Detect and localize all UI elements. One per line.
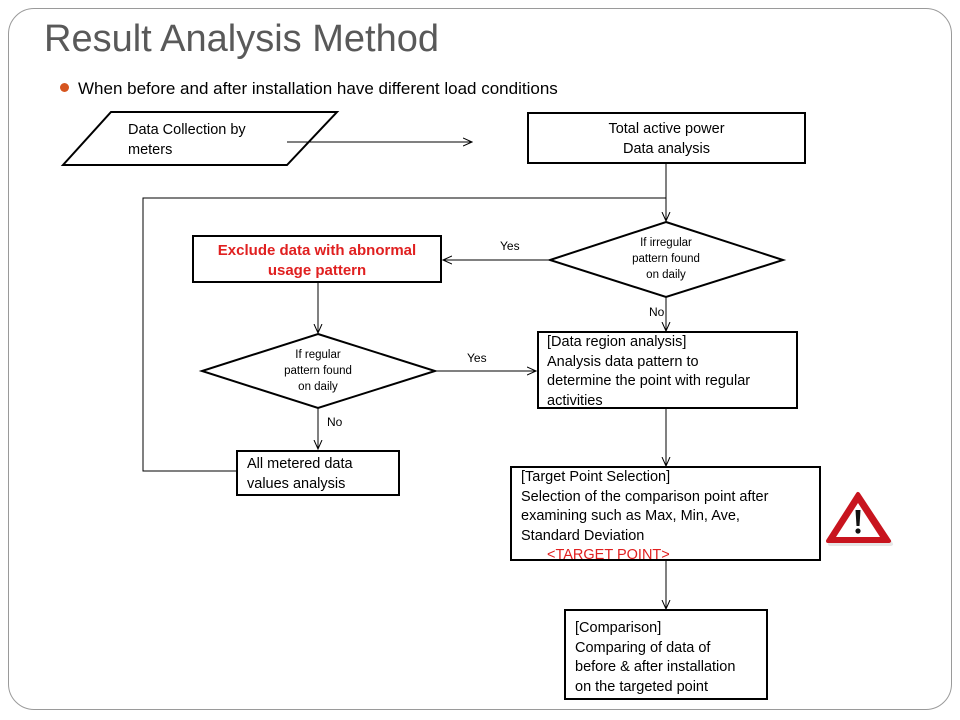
data-collection-node: Data Collection by meters <box>128 122 246 158</box>
loop-all-metered-to-irregular <box>142 197 666 472</box>
label-yes-regular: Yes <box>467 351 487 365</box>
data-region-node: [Data region analysis] Analysis data pat… <box>537 331 798 409</box>
total-active-power-node: Total active power Data analysis <box>527 112 806 164</box>
label-no-irregular: No <box>649 305 665 319</box>
label-no-regular: No <box>327 415 343 429</box>
slide-frame <box>8 8 952 710</box>
bullet-text: When before and after installation have … <box>78 79 558 98</box>
all-metered-node: All metered data values analysis <box>236 450 400 496</box>
target-point-tag: <TARGET POINT> <box>547 547 670 563</box>
page-title: Result Analysis Method <box>44 18 439 60</box>
bullet-point: When before and after installation have … <box>60 79 558 99</box>
regular-decision-node: If regular pattern found on daily <box>284 349 352 393</box>
target-point-node: [Target Point Selection] Selection of th… <box>510 466 821 563</box>
label-yes-irregular: Yes <box>500 239 520 253</box>
exclude-abnormal-node: Exclude data with abnormal usage pattern <box>192 235 442 283</box>
bullet-icon <box>60 83 69 92</box>
irregular-decision-node: If irregular pattern found on daily <box>632 237 700 281</box>
comparison-node: [Comparison] Comparing of data of before… <box>564 609 768 700</box>
data-collection-shape <box>60 111 340 166</box>
warning-triangle-icon <box>826 492 893 546</box>
